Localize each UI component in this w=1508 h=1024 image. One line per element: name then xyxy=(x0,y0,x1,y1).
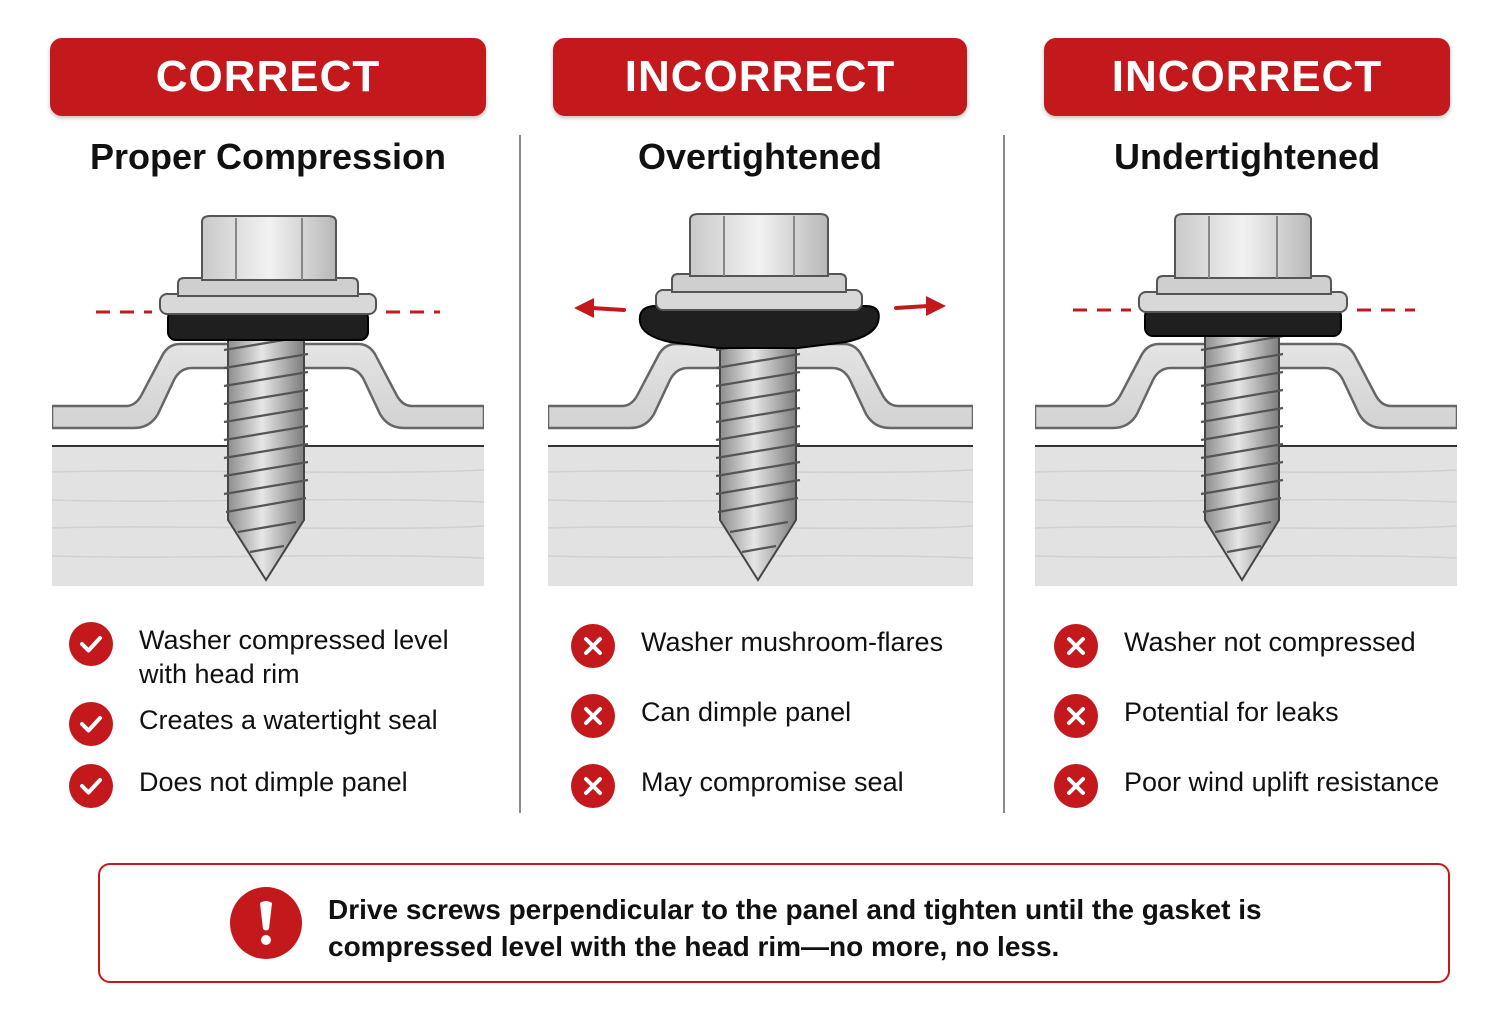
exclamation-icon xyxy=(230,887,302,959)
x-icon xyxy=(571,624,615,668)
hex-head xyxy=(689,213,829,277)
note-text: Drive screws perpendicular to the panel … xyxy=(328,894,1262,962)
bullet-text: Can dimple panel xyxy=(641,697,852,727)
column-divider xyxy=(1003,135,1005,813)
panel-title: Overtightened xyxy=(637,136,883,177)
check-icon xyxy=(69,702,113,746)
x-icon xyxy=(1054,694,1098,738)
list-item: Can dimple panel xyxy=(571,694,971,764)
bullet-text: Potential for leaks xyxy=(1124,697,1339,727)
screw-illustration-correct xyxy=(52,215,484,586)
hex-head xyxy=(1174,213,1312,279)
bullet-text: May compromise seal xyxy=(641,767,904,797)
list-item: Washer mushroom-flares xyxy=(571,624,971,694)
bullet-text: Creates a watertight seal xyxy=(139,705,438,735)
list-item: Washer compressed level with head rim xyxy=(69,622,489,702)
list-item: Poor wind uplift resistance xyxy=(1054,764,1474,814)
status-banner: INCORRECT xyxy=(1044,38,1450,116)
metal-panel xyxy=(1035,342,1457,430)
panel-title: Proper Compression xyxy=(89,136,447,177)
list-item: Washer not compressed xyxy=(1054,624,1474,694)
flared-washer xyxy=(638,305,880,349)
bullet-text: Does not dimple panel xyxy=(139,767,408,797)
screw-shank xyxy=(715,333,801,582)
screw-shank xyxy=(223,333,309,582)
hex-flange xyxy=(1156,275,1332,295)
hex-flange xyxy=(177,277,359,297)
list-item: May compromise seal xyxy=(571,764,971,814)
bullet-list-correct: Washer compressed level with head rim Cr… xyxy=(69,622,489,814)
x-icon xyxy=(1054,764,1098,808)
screw-illustration-undertightened xyxy=(1035,213,1457,586)
screw-illustration-overtightened xyxy=(548,213,973,586)
list-item: Does not dimple panel xyxy=(69,764,489,814)
panel-overtightened: INCORRECT Overtightened xyxy=(553,38,967,828)
bullet-text: Washer compressed level with head rim xyxy=(139,625,449,689)
bullet-text: Washer not compressed xyxy=(1124,627,1416,657)
column-divider xyxy=(519,135,521,813)
metal-panel xyxy=(548,342,973,430)
list-item: Creates a watertight seal xyxy=(69,702,489,764)
x-icon xyxy=(571,764,615,808)
check-icon xyxy=(69,764,113,808)
panel-correct: CORRECT Proper Compression xyxy=(50,38,486,828)
bullet-list-undertightened: Washer not compressed Potential for leak… xyxy=(1054,624,1474,814)
bullet-text: Washer mushroom-flares xyxy=(641,627,944,657)
x-icon xyxy=(1054,624,1098,668)
check-icon xyxy=(69,622,113,666)
hex-head xyxy=(201,215,337,281)
installation-note: Drive screws perpendicular to the panel … xyxy=(98,863,1450,983)
status-banner: INCORRECT xyxy=(553,38,967,116)
metal-panel xyxy=(52,342,484,430)
screw-shank xyxy=(1200,333,1284,582)
x-icon xyxy=(571,694,615,738)
list-item: Potential for leaks xyxy=(1054,694,1474,764)
flare-arrows xyxy=(574,296,946,318)
hex-flange xyxy=(671,273,847,293)
panel-title: Undertightened xyxy=(1114,136,1380,177)
bullet-text: Poor wind uplift resistance xyxy=(1124,767,1440,797)
bullet-list-overtightened: Washer mushroom-flares Can dimple panel … xyxy=(571,624,971,814)
panel-undertightened: INCORRECT Undertightened xyxy=(1044,38,1450,828)
status-banner: CORRECT xyxy=(50,38,486,116)
